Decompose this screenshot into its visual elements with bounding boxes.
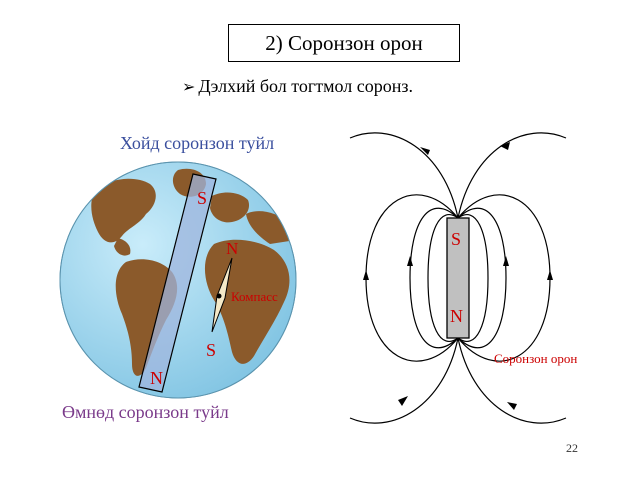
- slide-title: 2) Соронзон орон: [265, 30, 423, 55]
- bullet-text: Дэлхий бол тогтмол соронз.: [198, 76, 413, 96]
- bullet-point: ➢Дэлхий бол тогтмол соронз.: [182, 76, 413, 97]
- magnet-top-label: S: [451, 229, 461, 249]
- field-arrow-icon: [363, 270, 369, 280]
- field-arrow-icons: [363, 142, 553, 410]
- north-pole-label: Хойд соронзон туйл: [120, 133, 275, 153]
- bar-magnet-body: [446, 217, 470, 339]
- field-arrow-icon: [503, 256, 509, 266]
- compass-label: Компасс: [231, 289, 278, 304]
- field-arrow-icon: [407, 256, 413, 266]
- field-arrow-icon: [420, 147, 430, 155]
- magnetic-field-label: Соронзон орон: [494, 351, 577, 366]
- earth-magnet-top-label: S: [197, 188, 207, 208]
- globe-land: [91, 168, 296, 376]
- arrow-bullet-icon: ➢: [182, 79, 196, 96]
- slide-title-box: 2) Соронзон орон: [228, 24, 460, 62]
- earth-bar-magnet: S N: [138, 173, 217, 393]
- page-number: 22: [566, 441, 578, 455]
- field-arrow-icon: [547, 270, 553, 280]
- compass: N S Компасс: [206, 239, 278, 360]
- south-pole-label: Өмнөд соронзон туйл: [62, 402, 229, 422]
- earth-magnet-bottom-label: N: [150, 368, 163, 388]
- field-arrow-icon: [507, 402, 517, 410]
- compass-north-label: N: [226, 239, 238, 258]
- compass-south-label: S: [206, 340, 216, 360]
- magnet-bottom-label: N: [450, 306, 463, 326]
- field-arrow-icon: [500, 142, 510, 150]
- earth-magnet-bar: [138, 173, 217, 393]
- field-arrow-icon: [398, 396, 408, 406]
- compass-pivot: [216, 293, 222, 299]
- compass-needle: [211, 257, 233, 333]
- bar-magnet: S N: [446, 217, 470, 339]
- magnetic-field-lines: [349, 132, 567, 424]
